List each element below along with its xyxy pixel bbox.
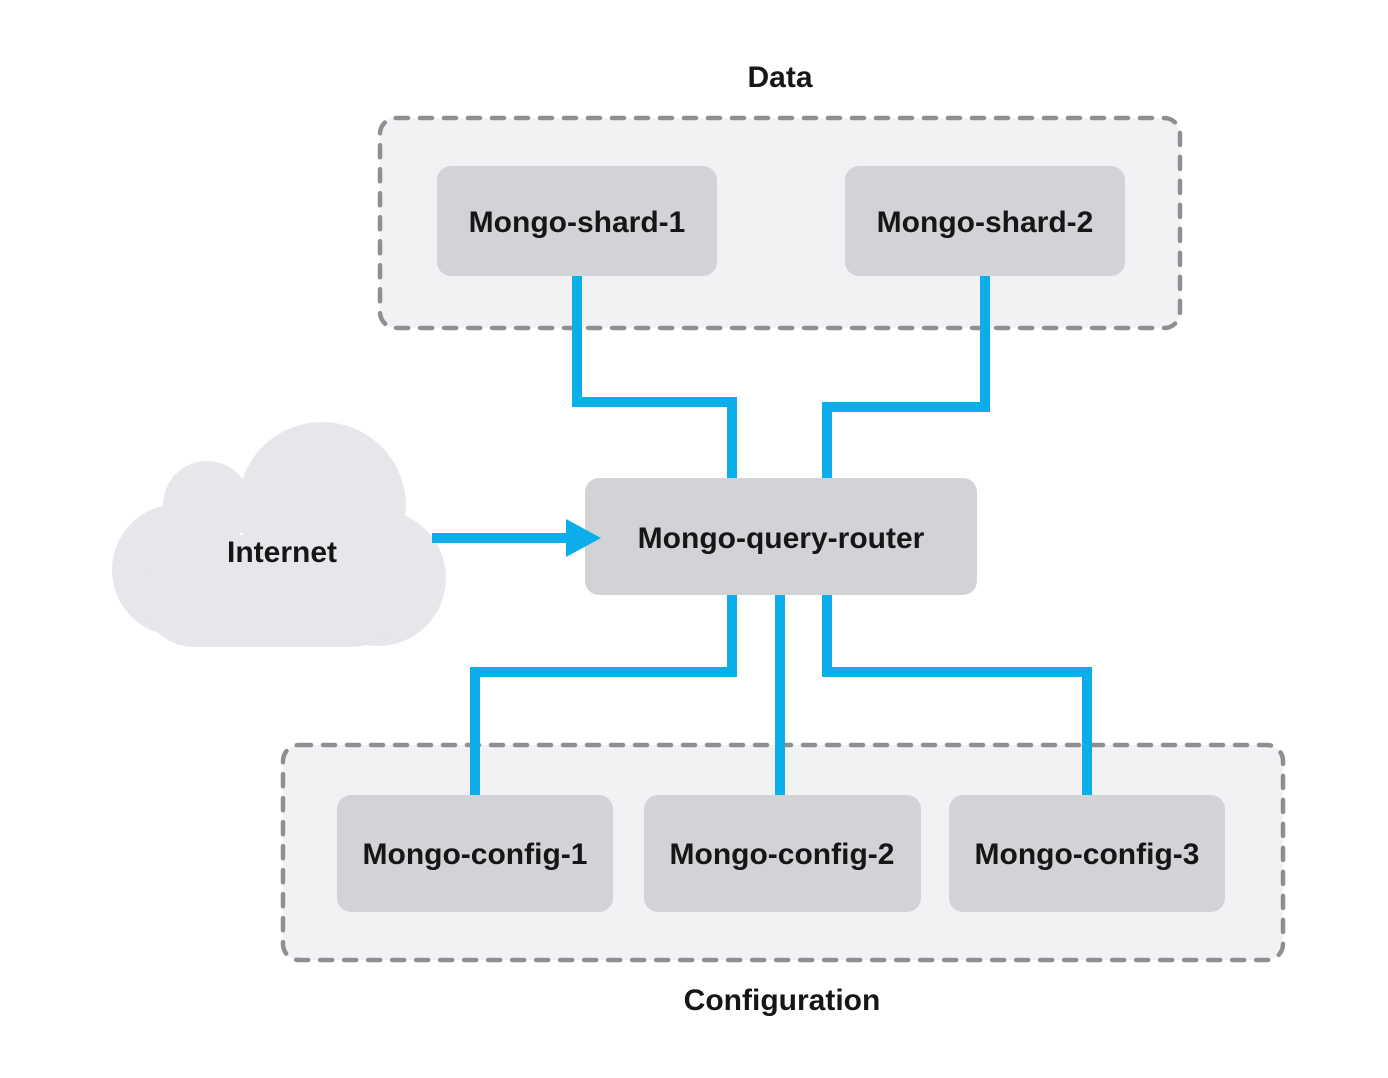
query-router-label: Mongo-query-router [638,522,925,555]
config-3-label: Mongo-config-3 [975,838,1200,871]
connector-router-config3 [822,588,1092,802]
arrow-right-icon [566,519,601,557]
shard-1-node [437,166,717,276]
cloud-body [140,535,406,647]
shard-2-node [845,166,1125,276]
connector-shard1-router [572,255,737,486]
connector-router-config1 [470,588,737,802]
cloud-icon [112,422,446,647]
config-2-node [644,795,921,912]
shard-2-label: Mongo-shard-2 [877,206,1094,239]
connector-internet-router [432,519,601,557]
shard-1-label: Mongo-shard-1 [469,206,686,239]
configuration-group-label: Configuration [684,984,881,1017]
internet-label: Internet [227,536,337,569]
config-3-node [949,795,1225,912]
data-group-label: Data [747,61,812,94]
config-1-label: Mongo-config-1 [363,838,588,871]
connector-shard2-router [822,255,990,486]
config-2-label: Mongo-config-2 [670,838,895,871]
query-router-node [585,478,977,595]
config-1-node [337,795,613,912]
